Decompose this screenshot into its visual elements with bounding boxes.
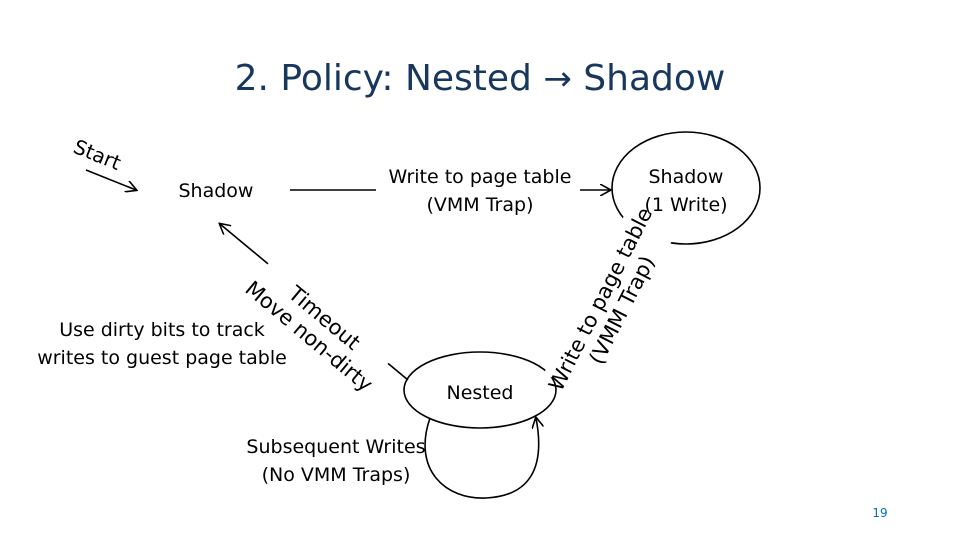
start-label: Start bbox=[70, 134, 124, 175]
shadow-one-write-label-line1: Shadow bbox=[649, 166, 724, 188]
nested-state-label: Nested bbox=[446, 382, 513, 404]
dirty-bits-note-line1: Use dirty bits to track bbox=[59, 319, 265, 341]
edge-write-trap-line2: (VMM Trap) bbox=[427, 194, 534, 216]
shadow-one-write-state-circle bbox=[611, 131, 761, 245]
shadow-state-label: Shadow bbox=[179, 180, 254, 202]
shadow-one-write-label-line2: (1 Write) bbox=[644, 194, 727, 216]
title-text-after: Shadow bbox=[583, 58, 726, 99]
slide-title: 2. Policy: Nested → Shadow bbox=[0, 54, 960, 104]
nested-state-circle bbox=[403, 351, 557, 429]
self-loop-label-line1: Subsequent Writes bbox=[246, 436, 425, 458]
page-number: 19 bbox=[872, 506, 888, 520]
nested-self-loop bbox=[424, 418, 539, 499]
title-text-before: 2. Policy: Nested bbox=[234, 58, 532, 99]
rotated-label-bg bbox=[543, 209, 676, 398]
dirty-bits-note-line2: writes to guest page table bbox=[37, 347, 287, 369]
self-loop-label-line2: (No VMM Traps) bbox=[262, 464, 411, 486]
start-arrow bbox=[85, 169, 136, 190]
right-arrow-icon: → bbox=[543, 59, 572, 99]
edge-write-trap-line1: Write to page table bbox=[389, 166, 572, 188]
edge-label-bg bbox=[376, 160, 580, 218]
timeout-label-bg bbox=[239, 254, 396, 399]
